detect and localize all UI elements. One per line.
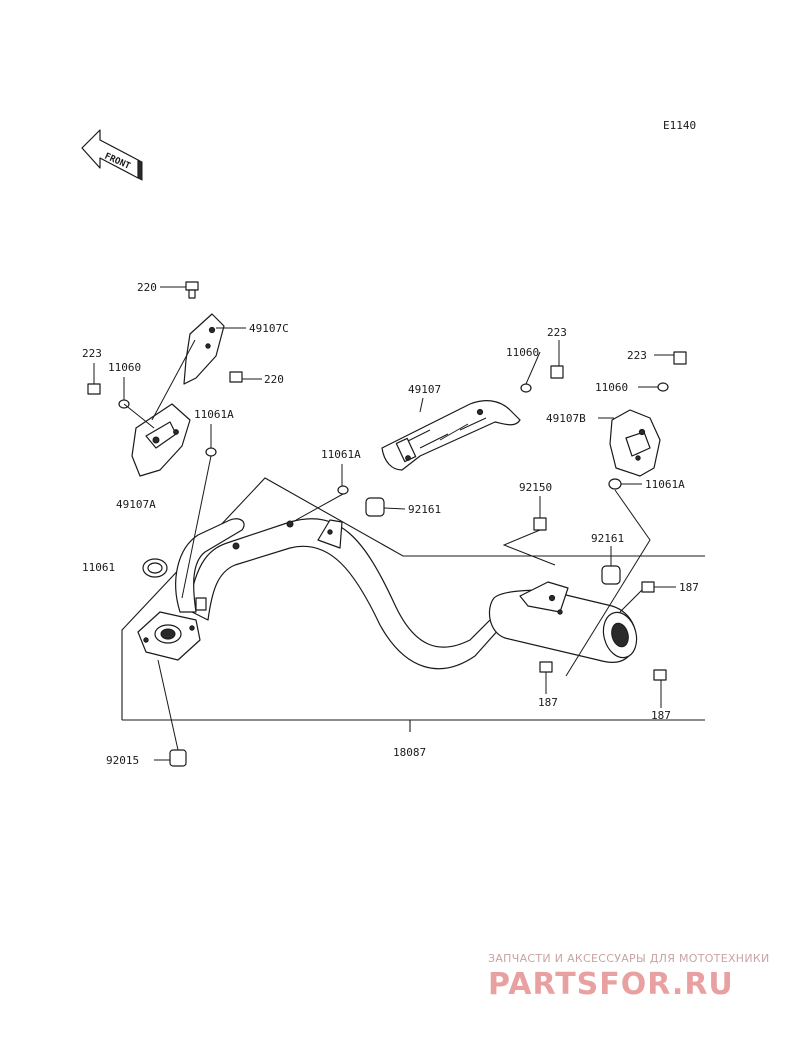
label-11060-mid: 11060 [506, 346, 539, 359]
label-11061A-mid: 11061A [321, 448, 361, 461]
label-49107A: 49107A [116, 498, 156, 511]
label-187-bottom-right: 187 [651, 709, 671, 722]
label-220-top: 220 [137, 281, 157, 294]
label-92161-right: 92161 [591, 532, 624, 545]
gasket-11061 [142, 558, 168, 578]
label-11061A-right: 11061A [645, 478, 685, 491]
label-11061: 11061 [82, 561, 115, 574]
fasteners [87, 281, 687, 767]
watermark: ЗАПЧАСТИ И АКСЕССУАРЫ ДЛЯ МОТОТЕХНИКИ PA… [488, 952, 770, 1002]
front-arrow-icon: FRONT [81, 129, 143, 181]
heat-guard-49107A [131, 403, 191, 477]
label-223-mid: 223 [547, 326, 567, 339]
label-92150: 92150 [519, 481, 552, 494]
assembly-frame [121, 477, 705, 732]
label-220-side: 220 [264, 373, 284, 386]
label-49107C: 49107C [249, 322, 289, 335]
label-49107B: 49107B [546, 412, 586, 425]
exhaust-flange [137, 597, 207, 661]
watermark-tagline: ЗАПЧАСТИ И АКСЕССУАРЫ ДЛЯ МОТОТЕХНИКИ [488, 952, 770, 965]
label-11060-right: 11060 [595, 381, 628, 394]
label-187-right: 187 [679, 581, 699, 594]
heat-guard-49107C [183, 313, 225, 385]
label-11060-left: 11060 [108, 361, 141, 374]
label-187-bottom-left: 187 [538, 696, 558, 709]
muffler [488, 581, 638, 663]
label-92015: 92015 [106, 754, 139, 767]
label-18087: 18087 [393, 746, 426, 759]
label-11061A-left: 11061A [194, 408, 234, 421]
label-92161-mid: 92161 [408, 503, 441, 516]
label-223-right: 223 [627, 349, 647, 362]
label-49107: 49107 [408, 383, 441, 396]
leader-lines [93, 286, 676, 761]
exhaust-header-pipe [175, 518, 501, 670]
part-labels: E1140 220 49107C 220 223 11060 11061A 49… [82, 119, 699, 767]
diagram-code: E1140 [663, 119, 696, 132]
heat-guard-49107 [381, 400, 521, 471]
watermark-logo: PARTSFOR.RU [488, 967, 734, 1002]
heat-guard-49107B [609, 409, 661, 477]
label-223-left: 223 [82, 347, 102, 360]
